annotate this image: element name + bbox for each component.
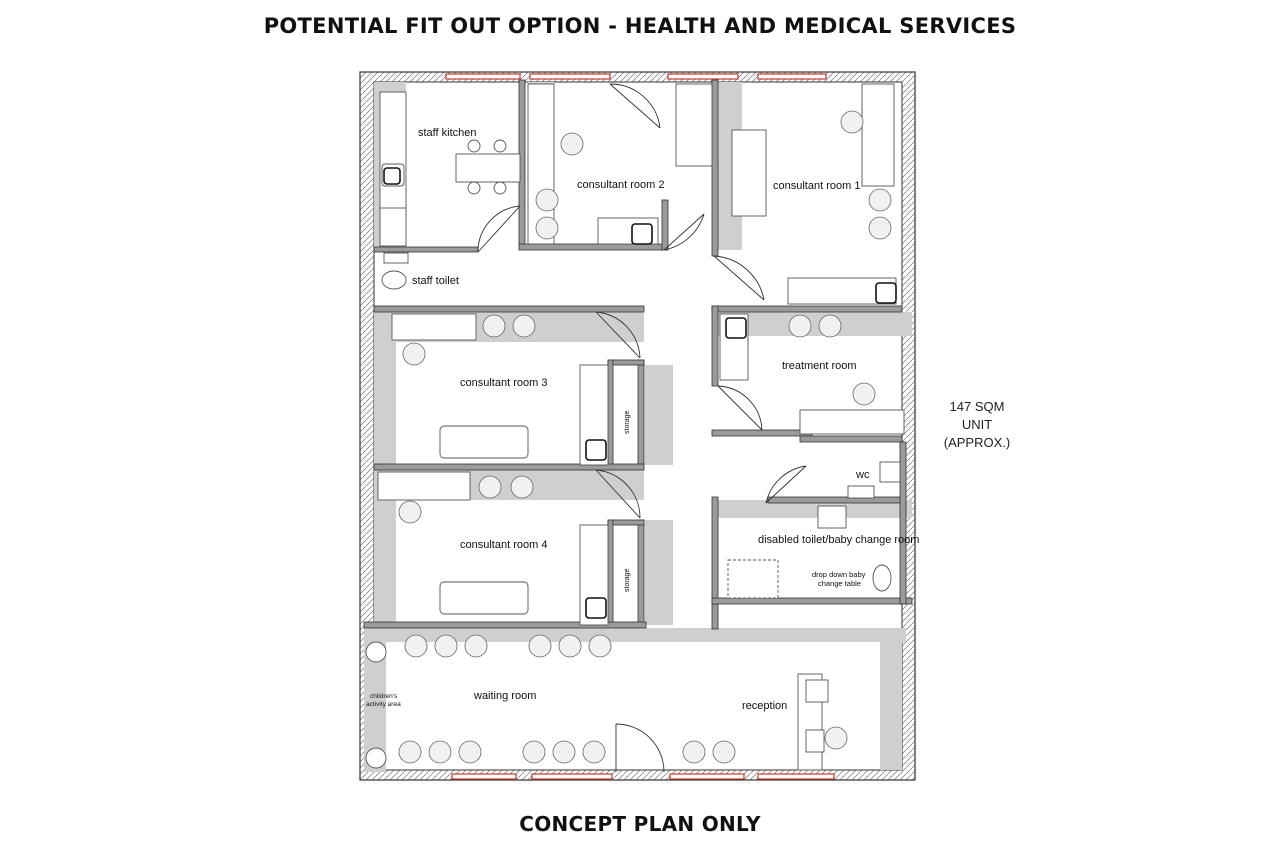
label-storage-lower: storage	[624, 569, 631, 592]
label-consultant-room-3: consultant room 3	[460, 377, 547, 389]
label-staff-kitchen: staff kitchen	[418, 127, 477, 139]
unit-area-note: 147 SQM UNIT (APPROX.)	[930, 398, 1024, 452]
doors	[477, 83, 807, 773]
unit-area-approx: (APPROX.)	[943, 435, 1011, 450]
label-reception: reception	[742, 700, 787, 712]
label-treatment-room: treatment room	[782, 360, 857, 372]
label-childrens-area-line2: activity area	[366, 701, 401, 708]
page-title: POTENTIAL FIT OUT OPTION - HEALTH AND ME…	[263, 14, 1017, 38]
label-disabled-toilet: disabled toilet/baby change room	[758, 534, 919, 546]
label-consultant-room-4: consultant room 4	[460, 539, 547, 551]
unit-area-unit: UNIT	[961, 417, 993, 432]
chairs	[398, 110, 892, 764]
label-consultant-room-2: consultant room 2	[577, 179, 664, 191]
unit-area-sqm: 147 SQM	[949, 399, 1005, 414]
label-baby-change-line1: drop down baby	[812, 570, 866, 579]
label-baby-change-line2: change table	[818, 579, 861, 588]
label-waiting-room: waiting room	[473, 690, 536, 702]
footer-caption: CONCEPT PLAN ONLY	[519, 812, 761, 836]
label-wc: wc	[855, 469, 870, 481]
sinks	[383, 167, 897, 619]
label-staff-toilet: staff toilet	[412, 275, 459, 287]
interior-walls	[363, 79, 913, 630]
label-consultant-room-1: consultant room 1	[773, 180, 860, 192]
label-storage-upper: storage	[624, 411, 631, 434]
windows	[445, 73, 835, 780]
label-childrens-area-line1: children's	[370, 693, 398, 700]
